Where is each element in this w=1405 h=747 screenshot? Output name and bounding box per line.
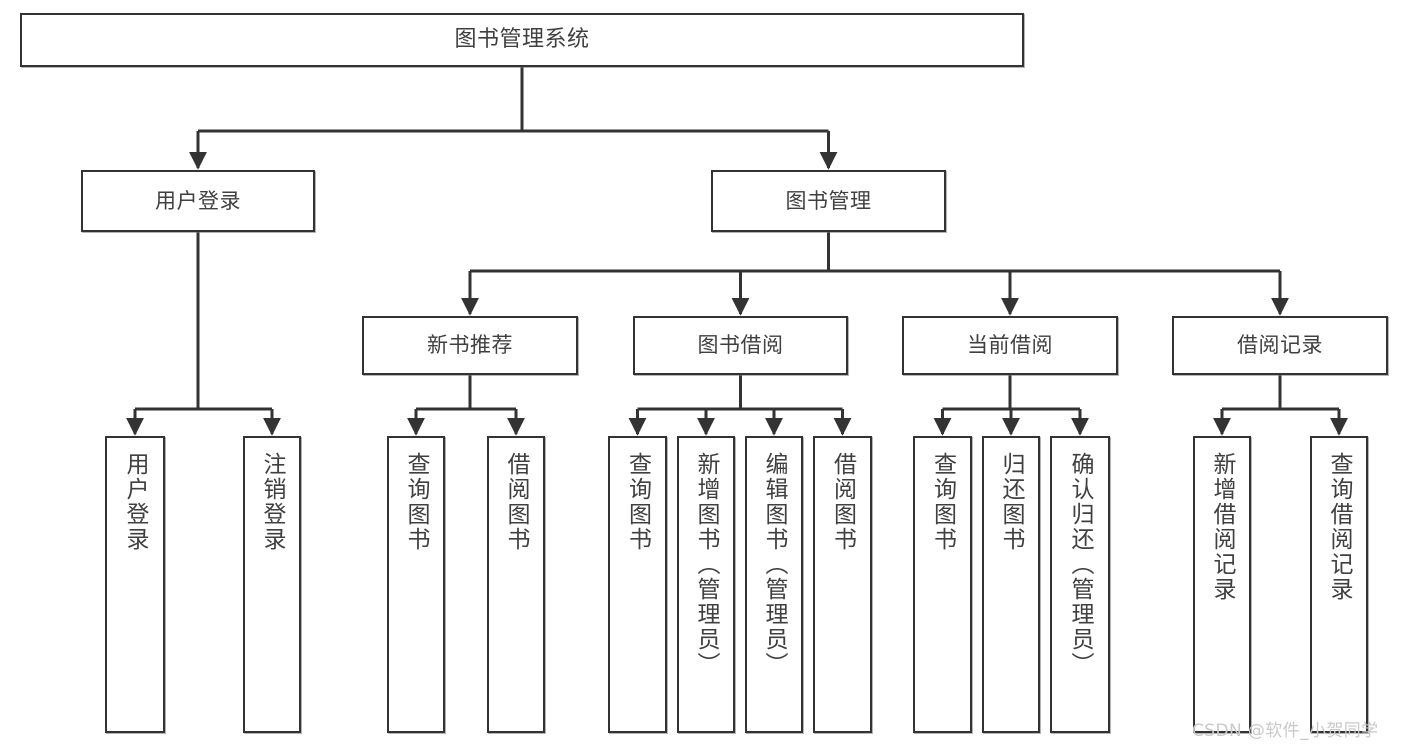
node-label: 新书推荐 [427,333,513,358]
node-leaf-rec-add-record[interactable]: 新增借阅记录 [1193,436,1251,733]
node-leaf-cur-return-book[interactable]: 归还图书 [982,436,1040,733]
node-leaf-borrow-edit-book[interactable]: 编辑图书（管理员） [745,436,803,733]
node-leaf-cur-query-book[interactable]: 查询图书 [913,436,972,733]
node-leaf-borrow-borrow-book[interactable]: 借阅图书 [813,436,872,733]
node-user-login[interactable]: 用户登录 [81,170,315,232]
node-label: 图书管理系统 [454,27,590,53]
node-book-manage[interactable]: 图书管理 [711,170,946,232]
node-leaf-user-logout[interactable]: 注销登录 [243,436,301,733]
node-leaf-rec-borrow-book[interactable]: 借阅图书 [487,436,545,733]
node-borrow-record[interactable]: 借阅记录 [1172,316,1388,375]
node-label: 借阅图书 [829,452,856,552]
node-label: 图书借阅 [697,333,784,358]
node-label: 归还图书 [998,452,1025,552]
node-leaf-cur-confirm-return[interactable]: 确认归还（管理员） [1050,436,1110,733]
node-label: 借阅图书 [503,452,530,552]
node-current-borrow[interactable]: 当前借阅 [902,316,1118,375]
node-label: 编辑图书（管理员） [761,452,788,677]
node-leaf-rec-query-book[interactable]: 查询图书 [387,436,445,733]
node-label: 查询借阅记录 [1326,452,1353,602]
node-leaf-borrow-query-book[interactable]: 查询图书 [608,436,667,733]
node-label: 新增图书（管理员） [693,452,720,677]
csdn-watermark: CSDN @软件_小贺同学 [1192,721,1379,741]
node-label: 当前借阅 [967,333,1053,358]
node-label: 用户登录 [122,452,149,552]
node-leaf-borrow-add-book[interactable]: 新增图书（管理员） [677,436,735,733]
node-book-borrow[interactable]: 图书借阅 [633,316,848,375]
node-leaf-rec-query-record[interactable]: 查询借阅记录 [1310,436,1368,733]
node-label: 新增借阅记录 [1209,452,1236,602]
node-label: 注销登录 [259,452,286,552]
node-root-root[interactable]: 图书管理系统 [20,13,1024,67]
node-label: 查询图书 [929,452,956,552]
node-label: 用户登录 [155,188,241,213]
node-label: 查询图书 [624,452,651,552]
node-label: 查询图书 [403,452,430,552]
node-label: 图书管理 [785,188,872,213]
node-leaf-user-login[interactable]: 用户登录 [105,436,165,733]
node-label: 确认归还（管理员） [1067,452,1094,677]
node-label: 借阅记录 [1237,333,1323,358]
node-new-book-rec[interactable]: 新书推荐 [362,316,578,375]
